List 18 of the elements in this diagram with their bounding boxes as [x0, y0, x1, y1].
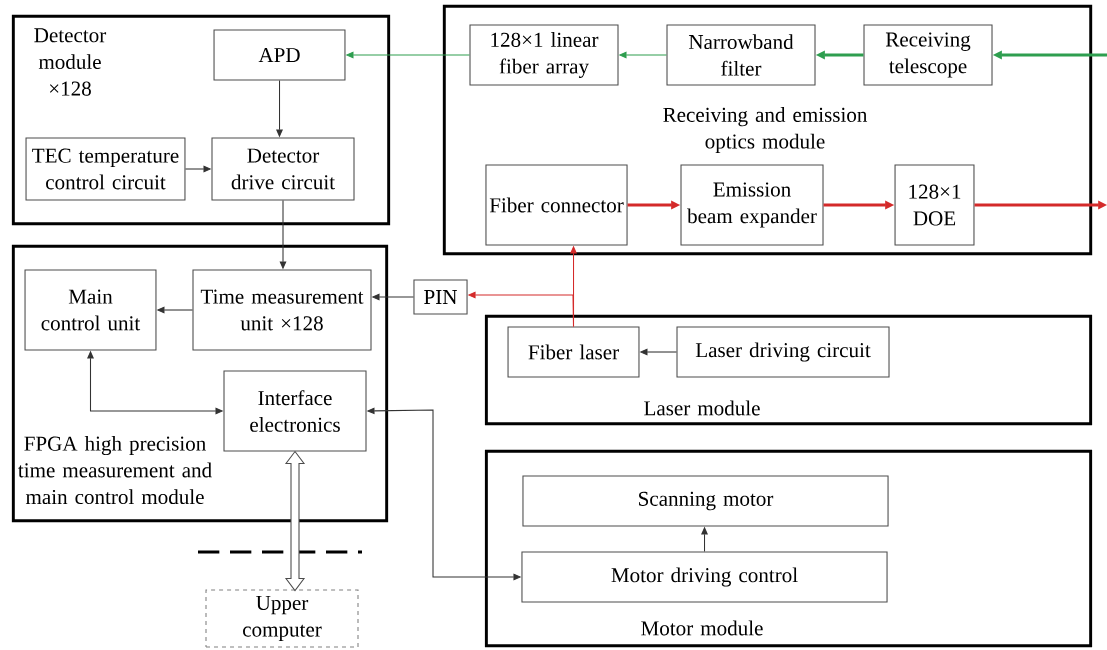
process-box: Main control unit: [24, 269, 157, 351]
process-box: Time measurement unit ×128: [192, 269, 372, 351]
process-box: Narrowband filter: [666, 24, 816, 86]
process-box: TEC temperature control circuit: [25, 137, 186, 201]
process-box: Fiber laser: [507, 326, 640, 378]
process-box: 128×1 linear fiber array: [469, 24, 619, 86]
process-box: Fiber connector: [485, 164, 628, 246]
process-box: APD: [213, 29, 346, 81]
dashed-box: Upper computer: [205, 589, 359, 648]
process-box: Interface electronics: [223, 370, 367, 452]
process-box: Laser driving circuit: [676, 326, 890, 378]
process-box: Receiving telescope: [863, 24, 993, 86]
process-box: PIN: [413, 279, 468, 315]
process-box: 128×1 DOE: [894, 164, 975, 246]
process-box: Scanning motor: [522, 475, 889, 527]
process-box: Detector drive circuit: [211, 137, 355, 201]
process-box: Emission beam expander: [680, 164, 824, 246]
process-box: Motor driving control: [521, 551, 888, 603]
